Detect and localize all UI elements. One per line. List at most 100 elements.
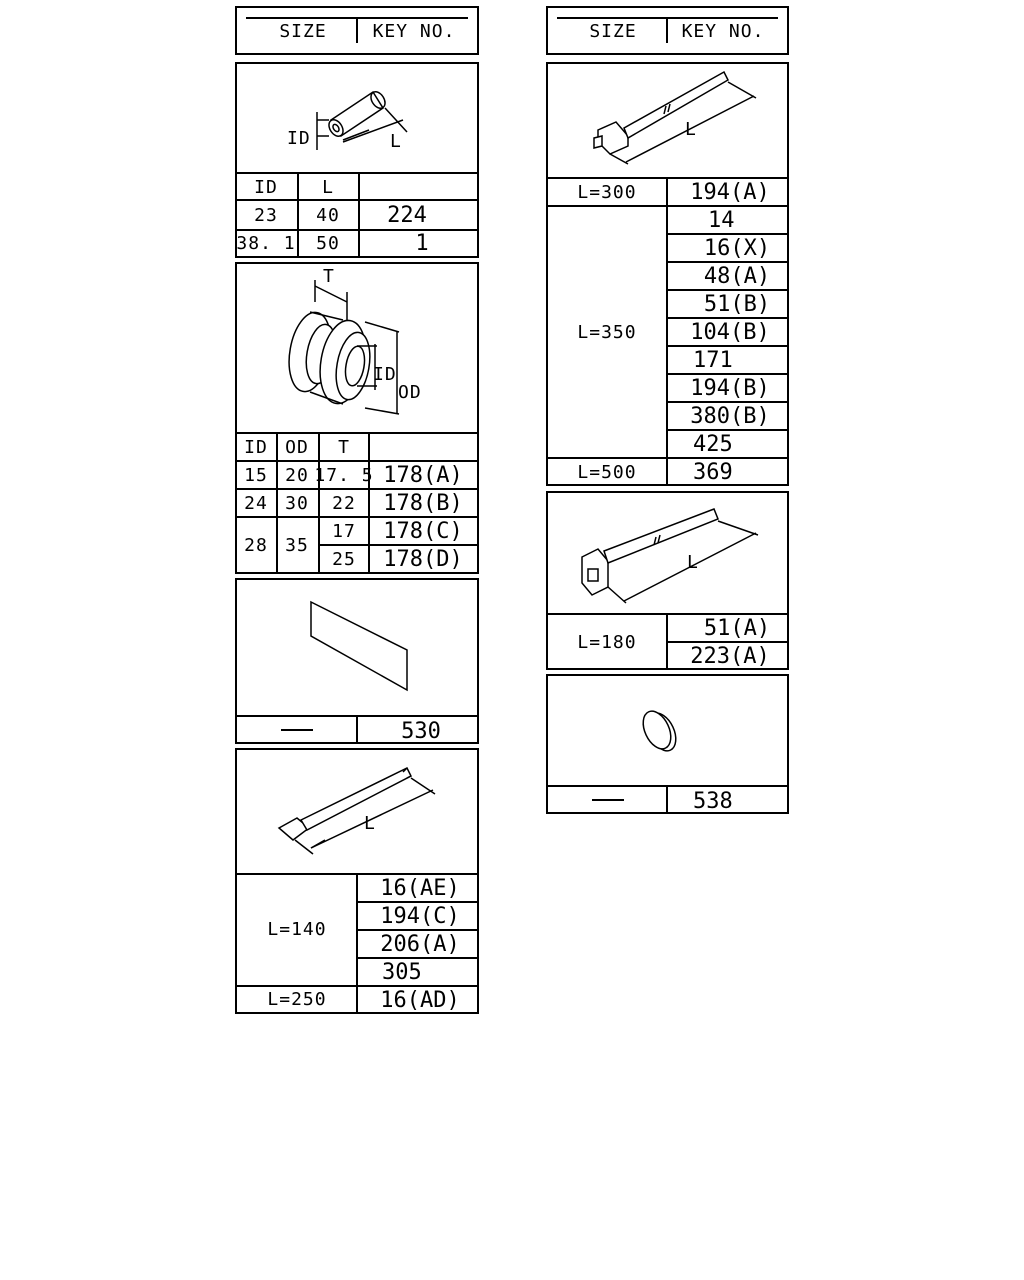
grommet-col-t: T xyxy=(338,437,350,458)
tie-small-size-2: L=250 xyxy=(267,989,327,1010)
grommet-row4-t: 25 xyxy=(332,549,356,570)
spacer-label-id: ID xyxy=(287,128,311,149)
tie-small-rule-3 xyxy=(356,957,479,959)
tie-small-key-4: 305 xyxy=(382,960,422,985)
grommet-row4-key: 178(D) xyxy=(383,547,463,572)
tie-large-key-350-4: 51(B) xyxy=(703,292,771,317)
cap-illustration xyxy=(642,710,677,752)
right-header-divider xyxy=(666,17,668,43)
grommet-row-rule-2 xyxy=(235,516,479,518)
right-header-size: SIZE xyxy=(589,21,637,42)
tie-small-key-1: 16(AE) xyxy=(380,876,460,901)
spacer-row-rule xyxy=(235,229,479,231)
tie-clip-col-div xyxy=(666,613,668,670)
tie-large-rule-h xyxy=(667,429,789,431)
tie-large-rule-a xyxy=(667,233,789,235)
grommet-row1-od: 20 xyxy=(285,465,309,486)
tie-large-size-350: L=350 xyxy=(577,322,637,343)
left-header-divider xyxy=(356,17,358,43)
tie-small-col-div xyxy=(356,873,358,1014)
tie-large-size-500: L=500 xyxy=(577,462,637,483)
tape-key: 530 xyxy=(401,719,441,744)
grommet-row2-t: 22 xyxy=(332,493,356,514)
grommet-row3-t: 17 xyxy=(332,521,356,542)
tie-clip-size: L=180 xyxy=(577,632,637,653)
left-header-keyno: KEY NO. xyxy=(372,21,456,42)
grommet-illustration xyxy=(288,280,400,415)
spacer-col-div-1 xyxy=(297,172,299,258)
spacer-row1-key: 224 xyxy=(387,203,427,228)
spacer-table-top xyxy=(235,172,479,174)
grommet-row3-key: 178(C) xyxy=(383,519,463,544)
tie-large-rule-g xyxy=(667,401,789,403)
spacer-row2-l: 50 xyxy=(316,233,340,254)
cap-size-dash xyxy=(592,799,624,801)
tie-small-label-l: L xyxy=(364,813,376,834)
grommet-col-div-1 xyxy=(276,432,278,574)
tie-small-key-2: 194(C) xyxy=(380,904,460,929)
grommet-row2-od: 30 xyxy=(285,493,309,514)
spacer-illustration xyxy=(316,90,408,150)
tie-large-key-350-6: 171 xyxy=(693,348,733,373)
grommet-row2-id: 24 xyxy=(244,493,268,514)
tape-col-div xyxy=(356,715,358,744)
tie-large-key-350-7: 194(B) xyxy=(690,376,770,401)
tie-small-key-3: 206(A) xyxy=(380,932,460,957)
tie-large-key-350-8: 380(B) xyxy=(690,404,770,429)
right-header-keyno: KEY NO. xyxy=(681,21,765,42)
grommet-col-od: OD xyxy=(285,437,309,458)
tie-small-key-5: 16(AD) xyxy=(380,988,460,1013)
tie-clip-illustration xyxy=(581,508,759,604)
right-header xyxy=(546,6,789,55)
spacer-row2-key: 1 xyxy=(415,231,429,256)
tie-large-key-350-5: 104(B) xyxy=(690,320,770,345)
grommet-row3-od: 35 xyxy=(285,535,309,556)
spacer-table-hdr-rule xyxy=(235,199,479,201)
grommet-row2-key: 178(B) xyxy=(383,491,463,516)
grommet-table-top xyxy=(235,432,479,434)
grommet-label-t: T xyxy=(323,266,335,287)
tie-large-key-500: 369 xyxy=(693,460,733,485)
grommet-row-rule-3 xyxy=(319,544,479,546)
tie-clip-key-1: 51(A) xyxy=(703,616,771,641)
tie-large-label-l: L xyxy=(685,119,697,140)
grommet-hdr-rule xyxy=(235,460,479,462)
grommet-label-od: OD xyxy=(398,382,422,403)
tie-large-key-350-3: 48(A) xyxy=(703,264,771,289)
spacer-row2-id: 38. 1 xyxy=(236,233,296,254)
grommet-col-id: ID xyxy=(244,437,268,458)
tie-large-key-350-2: 16(X) xyxy=(703,236,771,261)
tie-clip-key-2: 223(A) xyxy=(690,644,770,669)
grommet-row-rule-1 xyxy=(235,488,479,490)
left-header-size: SIZE xyxy=(279,21,327,42)
tie-large-size-300: L=300 xyxy=(577,182,637,203)
tie-large-rule-e xyxy=(667,345,789,347)
tie-large-key-350-9: 425 xyxy=(693,432,733,457)
tie-large-key-350-1: 14 xyxy=(708,208,735,233)
tie-large-key-300: 194(A) xyxy=(690,180,770,205)
grommet-row1-t: 17. 5 xyxy=(314,465,374,486)
tie-clip-label-l: L xyxy=(687,552,699,573)
spacer-col-id: ID xyxy=(254,177,278,198)
left-header xyxy=(235,6,479,55)
tie-large-illustration xyxy=(593,70,757,165)
grommet-row3-id: 28 xyxy=(244,535,268,556)
spacer-label-l: L xyxy=(390,131,402,152)
grommet-row1-id: 15 xyxy=(244,465,268,486)
grommet-row1-key: 178(A) xyxy=(383,463,463,488)
tie-small-illustration xyxy=(277,766,436,855)
spacer-section xyxy=(235,62,479,258)
tape-illustration xyxy=(310,600,408,692)
tie-large-rule-c xyxy=(667,289,789,291)
cap-col-div xyxy=(666,785,668,814)
grommet-section xyxy=(235,262,479,574)
spacer-row1-l: 40 xyxy=(316,205,340,226)
tie-small-rule-2 xyxy=(356,929,479,931)
cap-key: 538 xyxy=(693,789,733,814)
tie-clip-rule xyxy=(667,641,789,643)
spacer-col-div-2 xyxy=(358,172,360,258)
spacer-col-l: L xyxy=(322,177,334,198)
spacer-row1-id: 23 xyxy=(254,205,278,226)
tie-large-rule-d xyxy=(667,317,789,319)
tape-size-dash xyxy=(281,729,313,731)
